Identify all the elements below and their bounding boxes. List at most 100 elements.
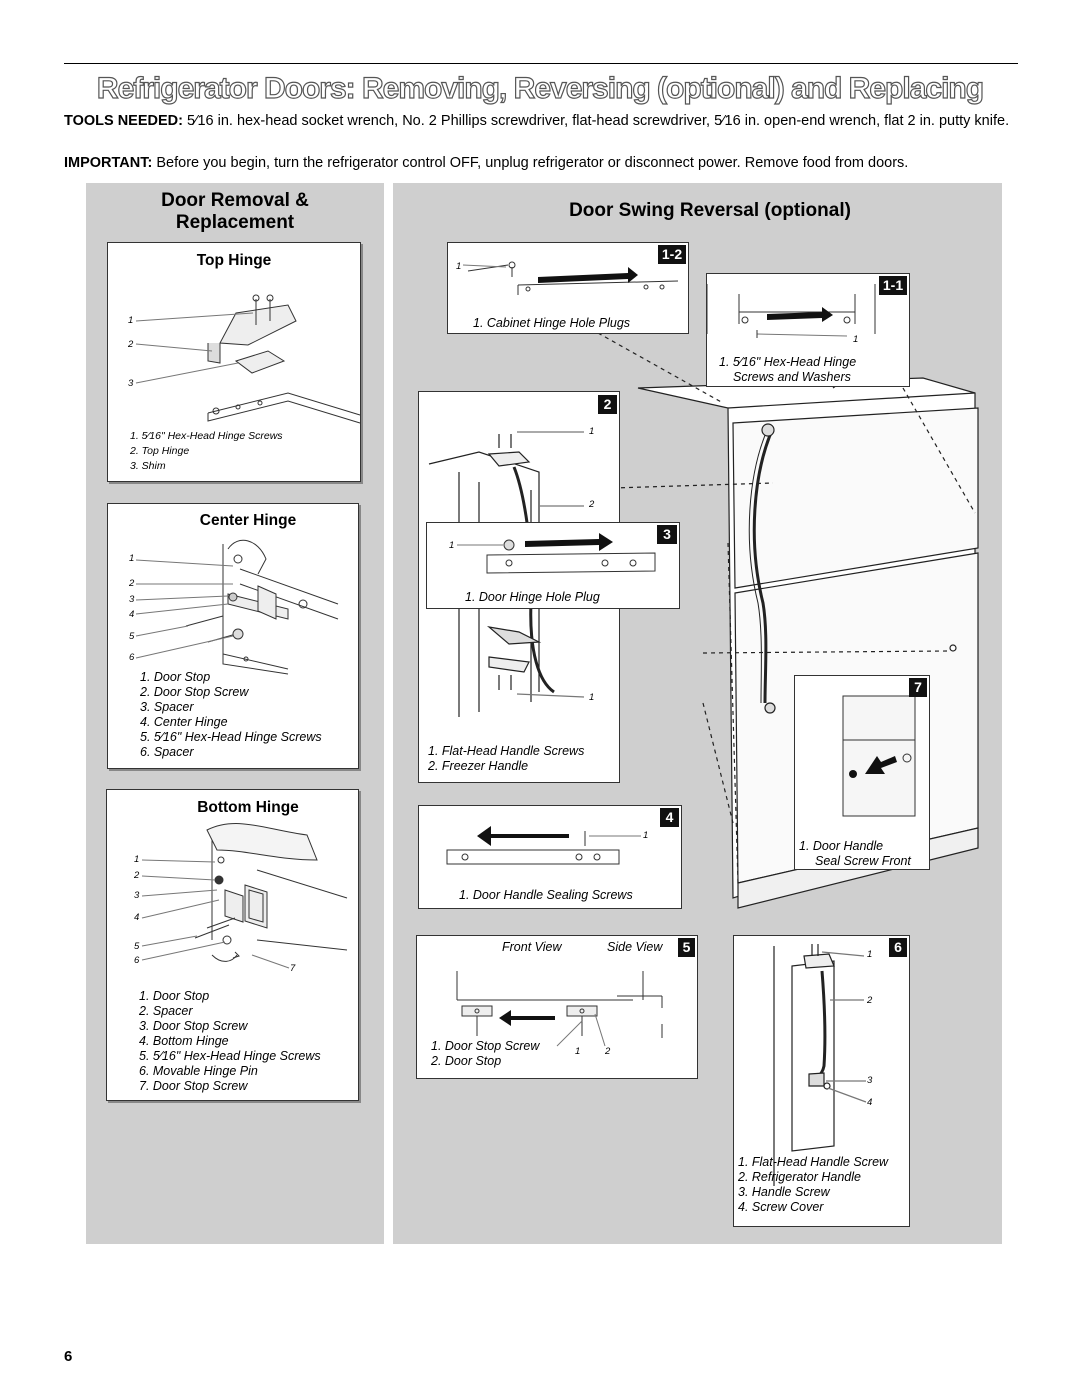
legend-item: 4. Center Hinge [140,715,228,729]
step-4-legend: 1. Door Handle Sealing Screws [459,888,633,902]
bottom-hinge-callout-1: 1 [134,854,140,865]
legend-item: 2. Spacer [139,1004,193,1018]
legend-item: 1. Door Stop Screw [431,1039,540,1053]
tools-text: 5⁄16 in. hex-head socket wrench, No. 2 P… [182,113,1010,129]
top-hinge-callout-1: 1 [128,315,134,326]
step-7-illustration [842,695,916,817]
step-1-2-illustration [462,261,679,295]
step-5-legend: 1. Door Stop Screw 2. Door Stop [431,1039,539,1069]
step-1-1-illustration [706,284,876,338]
legend-item: 6. Movable Hinge Pin [139,1064,258,1078]
legend-item: 5. 5⁄16" Hex-Head Hinge Screws [140,730,322,744]
bottom-hinge-illustration [141,823,348,969]
top-rule [64,63,1018,64]
bottom-hinge-callout-3: 3 [134,890,140,901]
legend-item: 1. Door Stop [139,989,210,1003]
center-hinge-legend: 1. Door Stop 2. Door Stop Screw 3. Space… [140,670,322,760]
step-5-front-view-label: Front View [502,940,562,954]
legend-item: 3. Handle Screw [738,1185,830,1199]
bottom-hinge-box: Bottom Hinge 1 2 3 4 5 6 7 1. Door Stop … [106,789,359,1101]
step-2-callout-1: 1 [589,426,595,437]
step-3-callout: 1 [449,540,455,551]
legend-item: 1. Door Stop [140,670,211,684]
legend-item: Screws and Washers [733,370,851,384]
bottom-hinge-title: Bottom Hinge [197,799,299,816]
step-3-tag: 3 [657,525,677,544]
legend-item: 1. Door Handle [799,839,884,853]
top-hinge-legend: 1. 5⁄16" Hex-Head Hinge Screws 2. Top Hi… [130,429,283,474]
legend-item: 4. Screw Cover [738,1200,824,1214]
step-3-illustration [457,533,656,574]
top-hinge-illustration [135,294,361,424]
step-6-callout-1: 1 [867,949,873,960]
legend-item: 2. Door Stop [431,1054,502,1068]
legend-item: Seal Screw Front [815,854,911,868]
step-5-box: Front View Side View 5 1 2 1. Door Stop … [416,935,698,1079]
step-6-callout-3: 3 [867,1075,873,1086]
door-swing-heading: Door Swing Reversal (optional) [569,200,851,221]
step-1-2-legend: 1. Cabinet Hinge Hole Plugs [473,316,631,330]
step-3-box: 3 1 1. Door Hinge Hole Plug [426,522,680,609]
legend-item: 2. Freezer Handle [428,759,529,773]
step-6-legend: 1. Flat-Head Handle Screw 2. Refrigerato… [738,1155,888,1215]
important-text: Before you begin, turn the refrigerator … [152,155,909,171]
legend-item: 5. 5⁄16" Hex-Head Hinge Screws [139,1049,321,1063]
step-2-callout-2: 2 [589,499,595,510]
step-6-illustration [773,944,867,1186]
step-5-callout-2: 2 [605,1046,611,1057]
step-5-illustration [456,971,663,1047]
step-4-tag: 4 [660,808,679,827]
step-5-tag: 5 [678,938,695,957]
legend-item: 7. Door Stop Screw [139,1079,248,1093]
legend-item: 1. 5⁄16" Hex-Head Hinge [719,355,857,369]
legend-item: 2. Refrigerator Handle [738,1170,861,1184]
step-6-box: 6 1 2 3 4 1. Flat-Head Handle Screw 2. R… [733,935,910,1227]
step-6-callout-2: 2 [867,995,873,1006]
center-hinge-box: Center Hinge 1 2 3 4 5 6 1. Door Stop 2.… [107,503,359,769]
step-4-callout: 1 [643,830,649,841]
legend-item: 4. Bottom Hinge [139,1034,229,1048]
step-1-1-box: 1-1 1 1. 5⁄16" Hex-Head Hinge Screws and… [706,273,910,387]
center-hinge-callout-1: 1 [129,553,135,564]
bottom-hinge-callout-6: 6 [134,955,140,966]
door-removal-heading-line1: Door Removal & [161,190,309,211]
bottom-hinge-legend: 1. Door Stop 2. Spacer 3. Door Stop Scre… [139,989,321,1094]
step-7-tag: 7 [909,678,927,697]
step-1-1-legend: 1. 5⁄16" Hex-Head Hinge Screws and Washe… [719,355,856,385]
step-4-box: 4 1 1. Door Handle Sealing Screws [418,805,682,909]
legend-item: 3. Door Stop Screw [139,1019,248,1033]
step-5-callout-1: 1 [575,1046,581,1057]
top-hinge-callout-2: 2 [128,339,134,350]
tools-paragraph: TOOLS NEEDED: 5⁄16 in. hex-head socket w… [64,112,1014,131]
legend-item: 1. 5⁄16" Hex-Head Hinge Screws [130,430,283,442]
page-number: 6 [64,1348,73,1365]
step-1-2-box: 1-2 1 1. Cabinet Hinge Hole Plugs [447,242,689,334]
legend-item: 2. Top Hinge [130,445,190,457]
step-1-1-tag: 1-1 [879,276,907,295]
step-2-callout-3: 1 [589,692,595,703]
center-hinge-illustration [135,539,339,675]
step-2-legend: 1. Flat-Head Handle Screws 2. Freezer Ha… [428,744,584,774]
bottom-hinge-callout-5: 5 [134,941,140,952]
top-hinge-title: Top Hinge [196,252,272,269]
center-hinge-callout-2: 2 [129,578,135,589]
step-6-callout-4: 4 [867,1097,873,1108]
legend-item: 1. Flat-Head Handle Screws [428,744,585,758]
step-6-tag: 6 [889,938,907,957]
top-hinge-box: Top Hinge 1 2 3 1. 5⁄16" Hex-Head Hinge … [107,242,361,482]
center-hinge-callout-3: 3 [129,594,135,605]
center-hinge-title: Center Hinge [199,512,297,529]
legend-item: 2. Door Stop Screw [140,685,249,699]
step-1-2-callout: 1 [456,261,462,272]
door-removal-heading-line2: Replacement [175,212,295,233]
step-7-legend: 1. Door Handle Seal Screw Front [799,839,911,869]
legend-item: 1. Flat-Head Handle Screw [738,1155,889,1169]
bottom-hinge-callout-7: 7 [290,963,296,974]
legend-item: 3. Spacer [140,700,194,714]
important-paragraph: IMPORTANT: Before you begin, turn the re… [64,154,1014,173]
step-1-2-tag: 1-2 [658,245,686,264]
step-1-1-callout: 1 [853,334,859,345]
step-5-side-view-label: Side View [607,940,663,954]
center-hinge-callout-4: 4 [129,609,135,620]
door-removal-heading: Door Removal & Replacement [86,190,384,234]
